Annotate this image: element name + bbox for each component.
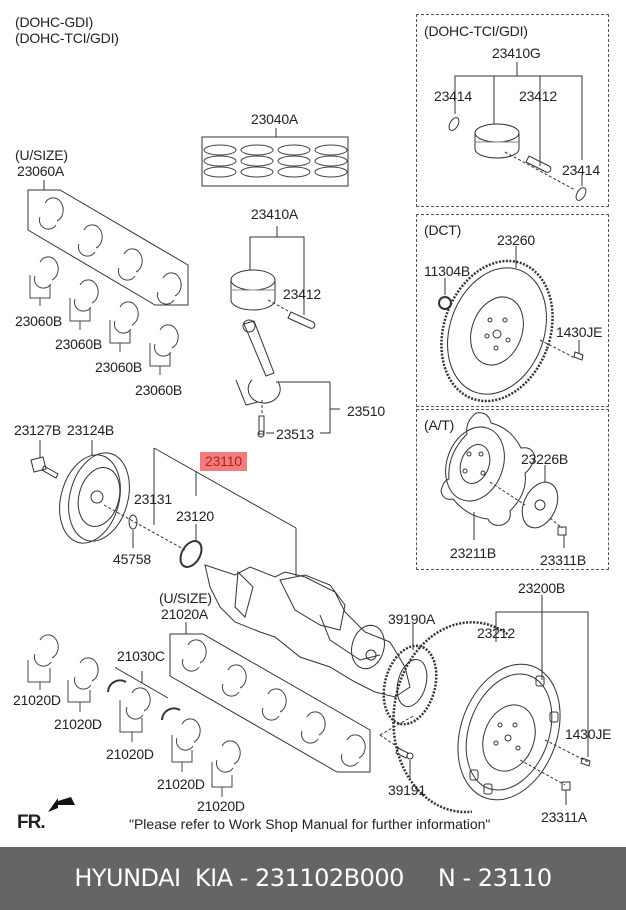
group-box-at bbox=[416, 409, 609, 570]
dct-group-title: (DCT) bbox=[424, 222, 462, 238]
group-box-dct bbox=[416, 214, 609, 407]
label-target-wheel[interactable]: 39190A bbox=[388, 611, 436, 627]
variant-dohc-gdi: (DOHC-GDI) bbox=[15, 14, 94, 30]
label-tci-snap-ring-1[interactable]: 23414 bbox=[434, 88, 472, 104]
footer-part-number: 231102B000 bbox=[255, 864, 404, 892]
front-arrow-icon bbox=[48, 797, 75, 812]
label-pulley-bolt[interactable]: 23127B bbox=[14, 422, 62, 438]
crankshaft bbox=[204, 564, 411, 698]
label-piston-pin[interactable]: 23412 bbox=[283, 286, 321, 302]
label-sprocket[interactable]: 23120 bbox=[176, 508, 214, 524]
upper-bearing-set bbox=[27, 180, 189, 375]
label-rings[interactable]: 23040A bbox=[251, 111, 299, 127]
label-bearing-upper-4[interactable]: 23060B bbox=[135, 382, 183, 398]
footer-brand: HYUNDAI KIA bbox=[74, 864, 233, 892]
tci-piston-group bbox=[448, 62, 587, 201]
main-bearing-set bbox=[27, 622, 371, 797]
label-conrod-bolt[interactable]: 23513 bbox=[276, 426, 314, 442]
dct-flywheel bbox=[438, 246, 584, 403]
label-dct-dowel[interactable]: 1430JE bbox=[556, 324, 603, 340]
label-main-bearing-4[interactable]: 21020D bbox=[157, 776, 205, 792]
at-group-title: (A/T) bbox=[424, 417, 455, 433]
label-main-bearing-3[interactable]: 21020D bbox=[106, 746, 154, 762]
label-thrust-bearing[interactable]: 21030C bbox=[117, 648, 165, 664]
variant-dohc-tci-gdi: (DOHC-TCI/GDI) bbox=[15, 30, 119, 46]
parts-illustration bbox=[27, 62, 591, 814]
front-marker: FR. bbox=[17, 812, 46, 833]
piston-assembly bbox=[230, 226, 340, 438]
label-bearing-upper-1[interactable]: 23060B bbox=[15, 313, 63, 329]
footer-ref-number: 23110 bbox=[477, 864, 552, 892]
label-usize-lower: (U/SIZE) bbox=[159, 590, 212, 606]
label-tci-piston-assy[interactable]: 23410G bbox=[492, 45, 541, 61]
label-flywheel-bolt[interactable]: 23311A bbox=[541, 809, 588, 825]
tci-group-title: (DOHC-TCI/GDI) bbox=[424, 23, 528, 39]
footer-ref-prefix: N bbox=[437, 864, 456, 892]
label-tci-piston-pin[interactable]: 23412 bbox=[519, 88, 557, 104]
label-at-adapter-plate[interactable]: 23226B bbox=[521, 451, 569, 467]
label-tci-snap-ring-2[interactable]: 23414 bbox=[562, 162, 600, 178]
label-flywheel-dowel[interactable]: 1430JE bbox=[565, 726, 612, 742]
flywheel-assembly bbox=[392, 595, 591, 814]
label-at-drive-plate[interactable]: 23211B bbox=[450, 545, 497, 561]
label-flywheel-assy[interactable]: 23200B bbox=[518, 580, 566, 596]
group-box-tci bbox=[416, 14, 609, 207]
piston-ring-set bbox=[201, 128, 349, 187]
label-pulley[interactable]: 23124B bbox=[67, 422, 115, 438]
label-bearing-upper-set[interactable]: 23060A bbox=[17, 163, 65, 179]
label-dct-flywheel[interactable]: 23260 bbox=[497, 232, 535, 248]
label-washer[interactable]: 45758 bbox=[113, 551, 151, 567]
label-main-bearing-2[interactable]: 21020D bbox=[54, 716, 102, 732]
crank-pulley-group bbox=[30, 440, 297, 576]
label-bearing-upper-3[interactable]: 23060B bbox=[95, 359, 143, 375]
label-bearing-upper-2[interactable]: 23060B bbox=[55, 336, 103, 352]
label-dct-seal[interactable]: 11304B bbox=[424, 263, 471, 279]
label-piston-assy[interactable]: 23410A bbox=[251, 206, 299, 222]
label-main-bearing-5[interactable]: 21020D bbox=[197, 798, 245, 814]
label-key[interactable]: 23131 bbox=[134, 491, 172, 507]
label-target-bolt[interactable]: 39191 bbox=[388, 782, 426, 798]
at-drive-plate bbox=[440, 412, 567, 548]
label-main-bearing-set[interactable]: 21020A bbox=[161, 606, 209, 622]
label-usize-upper: (U/SIZE) bbox=[15, 147, 68, 163]
label-at-bolt[interactable]: 23311B bbox=[540, 552, 587, 568]
target-wheel bbox=[379, 624, 438, 778]
footer-separator-2: - bbox=[455, 864, 478, 892]
workshop-manual-note: "Please refer to Work Shop Manual for fu… bbox=[129, 816, 491, 832]
part-info-footer: HYUNDAI KIA - 231102B000 N - 23110 bbox=[0, 847, 626, 910]
label-ring-gear[interactable]: 23212 bbox=[477, 625, 515, 641]
label-conrod[interactable]: 23510 bbox=[347, 403, 385, 419]
label-crankshaft-highlighted[interactable]: 23110 bbox=[200, 452, 247, 471]
label-main-bearing-1[interactable]: 21020D bbox=[13, 692, 61, 708]
footer-separator-1: - bbox=[232, 864, 256, 892]
